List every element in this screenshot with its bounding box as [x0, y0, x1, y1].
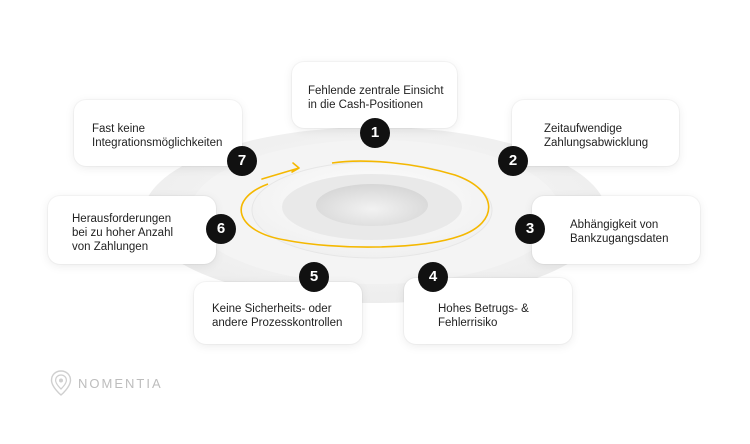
- item-7-line-2: Integrationsmöglichkeiten: [92, 137, 223, 149]
- item-6-line-2: bei zu hoher Anzahl: [72, 227, 174, 239]
- item-1-line-1: Fehlende zentrale Einsicht: [308, 85, 444, 97]
- item-card-3: Abhängigkeit von Bankzugangsdaten: [532, 196, 700, 264]
- number-badge-3: 3: [515, 214, 545, 244]
- item-card-1: Fehlende zentrale Einsicht in die Cash-P…: [292, 62, 457, 128]
- number-badge-5: 5: [299, 262, 329, 292]
- item-2-line-2: Zahlungsabwicklung: [544, 137, 649, 149]
- number-badge-7: 7: [227, 146, 257, 176]
- item-7-line-1: Fast keine: [92, 123, 146, 135]
- cycle-arrow-head: [261, 162, 300, 180]
- item-card-5: Keine Sicherheits- oder andere Prozessko…: [194, 282, 362, 344]
- item-6-line-1: Herausforderungen: [72, 213, 172, 225]
- item-card-2: Zeitaufwendige Zahlungsabwicklung: [512, 100, 679, 166]
- item-6-line-3: von Zahlungen: [72, 241, 149, 253]
- number-badge-1: 1: [360, 118, 390, 148]
- item-4-line-1: Hohes Betrugs- &: [438, 303, 529, 315]
- item-card-4: Hohes Betrugs- & Fehlerrisiko: [404, 278, 572, 344]
- item-3-line-2: Bankzugangsdaten: [570, 233, 669, 245]
- number-badge-4: 4: [418, 262, 448, 292]
- item-5-line-2: andere Prozesskontrollen: [212, 317, 343, 329]
- item-card-6: Herausforderungen bei zu hoher Anzahl vo…: [48, 196, 216, 264]
- location-pin-logo-icon: [50, 370, 72, 396]
- item-5-line-1: Keine Sicherheits- oder: [212, 303, 332, 315]
- item-3-line-1: Abhängigkeit von: [570, 219, 659, 231]
- number-badge-2: 2: [498, 146, 528, 176]
- center-hole: [316, 184, 428, 226]
- item-4-line-2: Fehlerrisiko: [438, 317, 498, 329]
- item-card-7: Fast keine Integrationsmöglichkeiten: [74, 100, 242, 166]
- cycle-arrow: [240, 160, 490, 248]
- item-1-line-2: in die Cash-Positionen: [308, 99, 424, 111]
- nomentia-logo: NOMENTIA: [50, 370, 163, 396]
- logo-wordmark: NOMENTIA: [78, 375, 163, 391]
- item-2-line-1: Zeitaufwendige: [544, 123, 622, 135]
- number-badge-6: 6: [206, 214, 236, 244]
